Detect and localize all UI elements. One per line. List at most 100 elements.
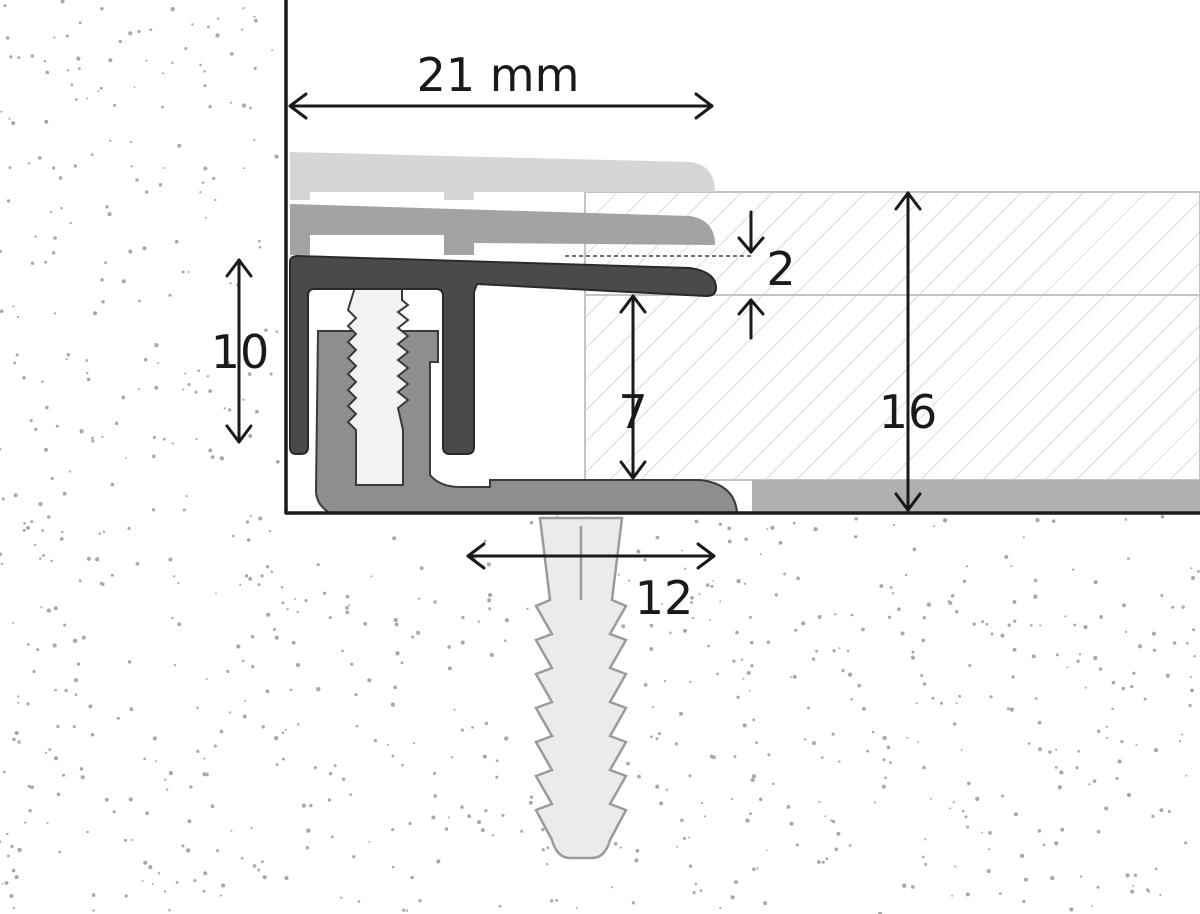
concrete-speckle [254, 18, 258, 23]
concrete-speckle [230, 829, 233, 832]
concrete-speckle [1151, 631, 1156, 636]
concrete-speckle [177, 582, 180, 585]
concrete-speckle [792, 674, 797, 679]
concrete-speckle [744, 537, 748, 541]
dimension-label-12: 12 [635, 571, 694, 625]
concrete-speckle [495, 775, 499, 779]
concrete-speckle [373, 738, 378, 743]
concrete-speckle [1013, 619, 1017, 623]
concrete-speckle [223, 407, 226, 410]
concrete-speckle [665, 788, 669, 791]
concrete-speckle [730, 895, 735, 900]
concrete-speckle [63, 623, 67, 627]
concrete-speckle [1069, 907, 1074, 912]
concrete-speckle [261, 725, 265, 729]
concrete-speckle [60, 530, 64, 534]
concrete-speckle [60, 0, 65, 4]
concrete-speckle [266, 612, 271, 617]
concrete-speckle [1132, 885, 1135, 887]
concrete-speckle [289, 688, 293, 691]
concrete-speckle [910, 655, 916, 660]
concrete-speckle [243, 167, 246, 170]
concrete-speckle [92, 909, 95, 912]
concrete-speckle [214, 198, 217, 202]
concrete-speckle [555, 898, 559, 902]
concrete-speckle [405, 909, 409, 912]
concrete-speckle [281, 757, 285, 761]
concrete-speckle [419, 566, 424, 570]
concrete-speckle [679, 711, 684, 716]
concrete-speckle [270, 570, 274, 573]
concrete-speckle [185, 494, 188, 498]
concrete-speckle [166, 788, 169, 791]
concrete-speckle [1051, 519, 1056, 524]
concrete-speckle [181, 270, 185, 274]
concrete-speckle [135, 561, 140, 566]
concrete-speckle [1034, 697, 1038, 700]
concrete-speckle [46, 608, 51, 613]
concrete-speckle [1130, 684, 1134, 689]
concrete-speckle [877, 911, 883, 914]
concrete-speckle [274, 736, 279, 741]
concrete-speckle [9, 893, 14, 898]
concrete-speckle [807, 706, 810, 710]
concrete-speckle [113, 103, 117, 107]
concrete-speckle [1171, 605, 1175, 609]
concrete-speckle [1153, 747, 1159, 753]
concrete-speckle [643, 558, 647, 562]
concrete-speckle [313, 766, 317, 770]
concrete-speckle [30, 54, 35, 58]
concrete-speckle [529, 795, 534, 799]
concrete-speckle [931, 696, 935, 700]
concrete-speckle [51, 251, 56, 255]
concrete-speckle [710, 584, 714, 588]
concrete-speckle [676, 845, 678, 848]
concrete-speckle [177, 143, 182, 148]
concrete-speckle [177, 622, 182, 627]
concrete-speckle [79, 767, 84, 771]
concrete-speckle [394, 622, 399, 627]
concrete-speckle [171, 61, 174, 64]
concrete-speckle [1181, 605, 1185, 609]
concrete-speckle [402, 908, 406, 912]
concrete-speckle [32, 670, 36, 674]
concrete-speckle [392, 536, 397, 541]
concrete-speckle [275, 330, 279, 333]
concrete-speckle [1066, 666, 1069, 669]
concrete-speckle [550, 899, 554, 903]
concrete-speckle [26, 702, 30, 706]
concrete-speckle [486, 562, 491, 567]
concrete-speckle [48, 748, 52, 752]
concrete-speckle [74, 678, 79, 683]
concrete-speckle [619, 846, 622, 849]
concrete-speckle [275, 459, 280, 464]
concrete-speckle [38, 557, 42, 560]
profile-alternative-medium [290, 204, 715, 255]
concrete-speckle [813, 527, 818, 532]
concrete-speckle [10, 844, 14, 849]
concrete-speckle [93, 311, 98, 316]
concrete-speckle [680, 549, 683, 552]
concrete-speckle [333, 764, 337, 768]
concrete-speckle [144, 190, 149, 194]
concrete-speckle [649, 647, 654, 652]
concrete-speckle [91, 436, 94, 440]
concrete-speckle [13, 361, 17, 365]
concrete-speckle [34, 543, 37, 547]
concrete-speckle [815, 649, 818, 653]
concrete-speckle [11, 868, 16, 873]
concrete-speckle [751, 774, 757, 779]
concrete-speckle [244, 574, 249, 578]
concrete-speckle [742, 677, 745, 680]
concrete-speckle [680, 818, 684, 823]
concrete-speckle [268, 529, 272, 533]
concrete-speckle [53, 606, 58, 611]
concrete-speckle [101, 582, 105, 586]
concrete-speckle [129, 140, 133, 143]
dimension-12 [466, 542, 716, 570]
concrete-speckle [0, 309, 4, 314]
concrete-speckle [26, 643, 30, 646]
concrete-speckle [8, 117, 11, 120]
concrete-speckle [157, 362, 160, 365]
concrete-speckle [575, 907, 578, 910]
